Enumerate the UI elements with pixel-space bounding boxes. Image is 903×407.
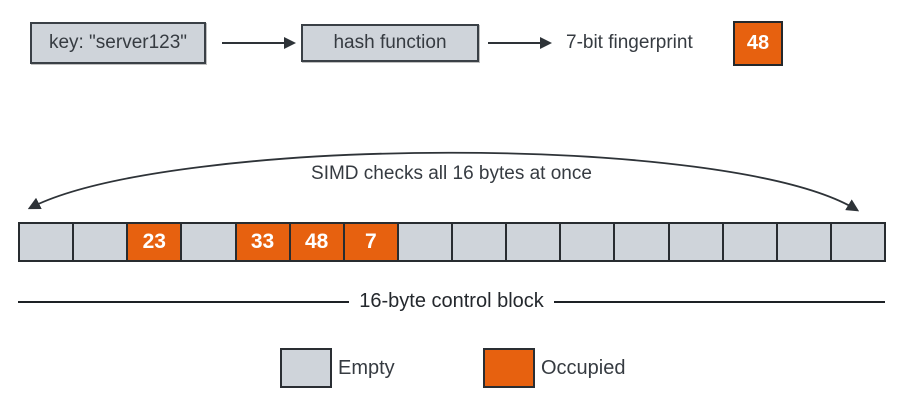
arrow-key-to-hash-icon (222, 37, 296, 49)
control-block-cell-empty (505, 222, 562, 262)
control-block-cell-empty (667, 222, 724, 262)
control-block-cell-empty (72, 222, 129, 262)
legend-empty-label: Empty (338, 356, 395, 379)
arrow-hash-to-fingerprint-icon (488, 37, 552, 49)
control-block-cell-empty (775, 222, 832, 262)
fingerprint-label: 7-bit fingerprint (566, 32, 693, 53)
control-block-cell-empty (721, 222, 778, 262)
control-block-cell-empty (559, 222, 616, 262)
legend-item-occupied: Occupied (483, 348, 626, 388)
control-block-cell-occupied: 48 (288, 222, 345, 262)
control-block-cell-empty (396, 222, 453, 262)
hash-function-label: hash function (333, 32, 447, 53)
key-box: key: "server123" (30, 22, 206, 64)
divider-line-right (553, 300, 886, 303)
control-block-cell-empty (829, 222, 886, 262)
control-block-cell-empty (18, 222, 75, 262)
empty-swatch-icon (280, 348, 332, 388)
control-block-cell-occupied: 7 (342, 222, 399, 262)
divider-line-left (18, 300, 350, 303)
simd-span-arrow-icon (27, 151, 860, 212)
control-block-label: 16-byte control block (359, 290, 544, 312)
control-block-cell-empty (180, 222, 237, 262)
control-block-cell-empty (613, 222, 670, 262)
control-block-cell-occupied: 23 (126, 222, 183, 262)
control-block-divider: 16-byte control block (18, 290, 886, 313)
control-block-cell-occupied: 33 (234, 222, 291, 262)
legend-occupied-label: Occupied (541, 356, 626, 379)
key-label: key: "server123" (48, 32, 188, 53)
hash-function-box: hash function (301, 24, 479, 62)
legend-item-empty: Empty (280, 348, 395, 388)
control-block-cell-empty (451, 222, 508, 262)
fingerprint-value-box: 48 (733, 21, 783, 66)
occupied-swatch-icon (483, 348, 535, 388)
simd-caption: SIMD checks all 16 bytes at once (311, 163, 592, 184)
